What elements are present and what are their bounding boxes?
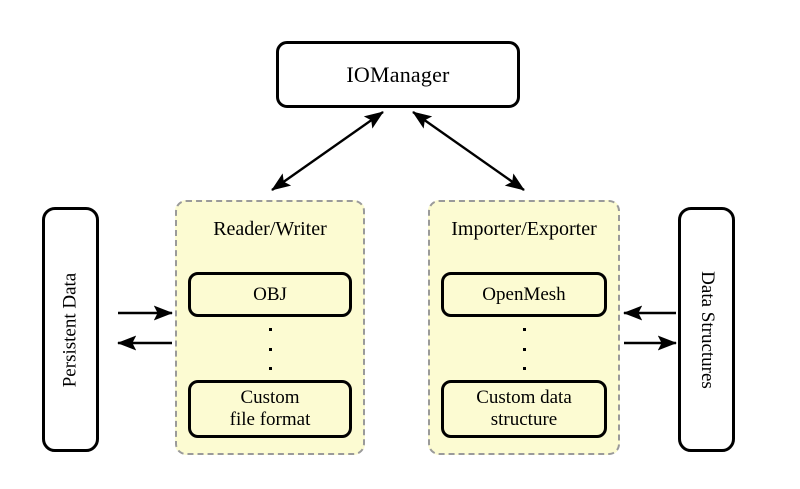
connector-manager-importer-exporter	[412, 111, 525, 191]
item-openmesh: OpenMesh	[441, 272, 607, 317]
ellipsis-dot	[268, 328, 272, 331]
panel-reader-writer: Reader/Writer OBJ Custom file format	[175, 200, 365, 455]
item-obj-label: OBJ	[253, 283, 287, 305]
ellipsis-dot	[522, 367, 526, 370]
item-custom-file-format: Custom file format	[188, 380, 352, 438]
ellipsis-dot	[522, 328, 526, 331]
node-data-structures: Data Structures	[678, 207, 735, 452]
ellipsis-dot	[268, 347, 272, 351]
node-persistent-data: Persistent Data	[42, 207, 99, 452]
ellipsis-dot	[268, 367, 272, 370]
item-custom-file-format-label: Custom file format	[229, 387, 311, 430]
vertical-ellipsis-icon	[430, 328, 618, 370]
persistent-data-label: Persistent Data	[59, 272, 81, 387]
data-structures-label: Data Structures	[696, 270, 718, 389]
item-custom-data-structure: Custom data structure	[441, 380, 607, 438]
ellipsis-dot	[522, 347, 526, 351]
item-custom-data-structure-label: Custom data structure	[476, 387, 572, 430]
vertical-ellipsis-icon	[177, 328, 363, 370]
panel-importer-exporter: Importer/Exporter OpenMesh Custom data s…	[428, 200, 620, 455]
node-io-manager: IOManager	[276, 41, 520, 108]
panel-reader-writer-title: Reader/Writer	[213, 218, 327, 240]
connector-manager-reader-writer	[271, 111, 384, 191]
item-obj: OBJ	[188, 272, 352, 317]
panel-importer-exporter-title: Importer/Exporter	[451, 218, 597, 240]
item-openmesh-label: OpenMesh	[482, 283, 566, 305]
io-manager-label: IOManager	[346, 61, 450, 87]
